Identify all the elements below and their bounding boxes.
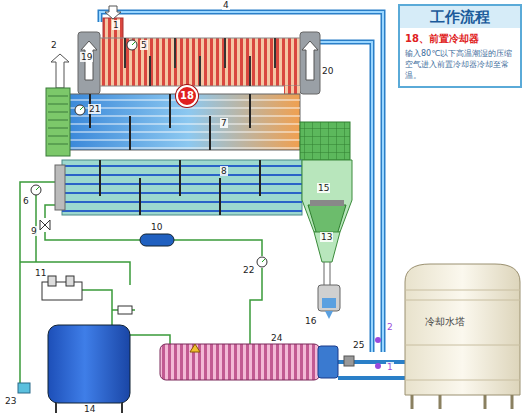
receiver-tank [56, 403, 122, 413]
callout-number: 19 [80, 52, 93, 62]
callout-number: 25 [352, 340, 365, 350]
dry-filter [140, 234, 174, 246]
condenser [318, 346, 338, 378]
compressor [48, 276, 56, 286]
condenser [344, 356, 354, 366]
inlet-pipe [103, 18, 123, 40]
callout-number: 23 [4, 396, 17, 406]
callout-number: 6 [22, 196, 30, 206]
separator [308, 205, 346, 248]
callout-number: 16 [304, 316, 317, 326]
evaporator [100, 160, 260, 215]
cooling-tower [405, 290, 520, 380]
callout-number: 13 [320, 232, 333, 242]
callout-number: 20 [321, 66, 334, 76]
pressure-gauges [31, 40, 267, 267]
condenser [160, 337, 381, 380]
evaporator [62, 160, 302, 215]
panel-item: 18、前置冷却器输入80℃以下高温潮湿的压缩空气进入前置冷却器冷却至常温。 [400, 28, 520, 86]
info-panel: 工作流程18、前置冷却器输入80℃以下高温潮湿的压缩空气进入前置冷却器冷却至常温… [398, 4, 522, 88]
separator [325, 311, 333, 319]
callout-number: 10 [150, 222, 163, 232]
callout-number: 8 [220, 166, 228, 176]
callout-number: 4 [222, 0, 230, 10]
pressure-gauges [36, 42, 265, 262]
cooling-tower [412, 395, 512, 409]
condenser [160, 344, 320, 380]
separator [318, 285, 340, 311]
air-exchanger [48, 96, 68, 144]
callout-number: 9 [30, 226, 38, 236]
refrigerant-lines [82, 290, 112, 330]
pre-cooler [100, 38, 300, 96]
air-exchanger [52, 94, 300, 150]
compressor [118, 306, 132, 314]
receiver-tank [18, 325, 130, 413]
callout-number: 7 [220, 118, 228, 128]
end-caps [302, 41, 318, 80]
callout-number: 14 [83, 404, 96, 414]
condenser [375, 363, 381, 369]
receiver-tank [18, 383, 30, 393]
tower-label: 冷却水塔 [422, 314, 468, 330]
end-caps [300, 32, 320, 94]
pre-cooler [100, 38, 300, 86]
evaporator [55, 165, 65, 210]
separator [302, 160, 352, 319]
item-body: 输入80℃以下高温潮湿的压缩空气进入前置冷却器冷却至常温。 [405, 48, 515, 81]
callout-number: 5 [140, 40, 148, 50]
dry-filter [140, 234, 174, 246]
callout-number: 15 [317, 183, 330, 193]
separator [314, 232, 340, 262]
separator [322, 298, 336, 308]
cooling-tower [405, 264, 520, 395]
callout-circle: 18 [176, 85, 198, 107]
pre-cooler [125, 38, 275, 86]
expansion-valve [40, 220, 50, 230]
callout-number: 2 [50, 40, 58, 50]
compressor [66, 276, 74, 286]
callout-number: 22 [242, 265, 255, 275]
evaporator [55, 160, 302, 215]
inlet-pipe [103, 6, 123, 40]
air-exchanger [90, 94, 250, 150]
callout-number: 18 [180, 90, 194, 102]
callout-number: 1 [386, 362, 394, 372]
expansion-valve [40, 220, 50, 230]
end-caps [78, 32, 100, 94]
inlet-pipe [105, 6, 121, 19]
air-exchanger [52, 94, 300, 150]
tower-name: 冷却水塔 [425, 316, 465, 328]
condenser [375, 337, 381, 343]
callout-number: 11 [34, 268, 47, 278]
air-exchanger [46, 88, 70, 156]
panel-title: 工作流程 [400, 6, 520, 28]
evaporator [62, 160, 302, 215]
separator [324, 262, 330, 285]
cooling-tower [405, 264, 520, 409]
callout-number: 1 [112, 20, 120, 30]
air-exchanger [300, 122, 350, 160]
separator [310, 200, 344, 206]
compressor [42, 276, 132, 314]
end-caps [78, 32, 320, 94]
receiver-tank [48, 325, 130, 403]
outlet-arrow [51, 54, 69, 88]
item-heading: 18、前置冷却器 [405, 32, 515, 46]
callout-number: 24 [270, 333, 283, 343]
air-exchanger [46, 88, 350, 160]
callout-number: 2 [386, 322, 394, 332]
end-caps [81, 41, 97, 80]
outlet-arrow [51, 54, 69, 88]
refrigerant-lines [250, 268, 262, 344]
condenser [190, 344, 200, 352]
callout-number: 21 [88, 104, 101, 114]
